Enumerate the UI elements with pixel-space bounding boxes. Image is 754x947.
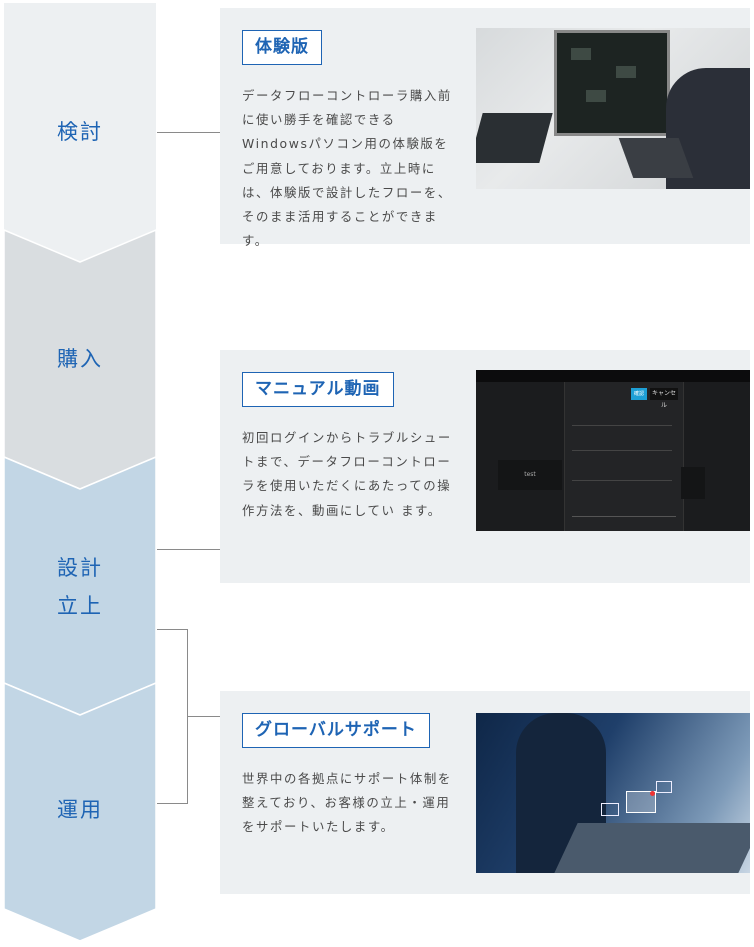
stage-shape-review xyxy=(4,3,156,262)
card-trial: 体験版 データフローコントローラ購入前に使い勝手を確認できるWindowsパソコ… xyxy=(220,8,750,248)
card-text: 初回ログインからトラブルシュートまで、データフローコントローラを使用いただくにあ… xyxy=(242,430,452,518)
node-box: test xyxy=(498,460,562,490)
connector-line xyxy=(187,716,220,717)
card-global-support: グローバルサポート 世界中の各拠点にサポート体制を整えており、お客様の立上・運用… xyxy=(220,691,750,894)
card-title: グローバルサポート xyxy=(242,713,430,748)
stage-review: 検討 xyxy=(57,120,103,144)
card-manual-video: マニュアル動画 初回ログインからトラブルシュートまで、データフローコントローラを… xyxy=(220,350,750,583)
connector-line xyxy=(157,132,220,133)
stage-purchase: 購入 xyxy=(57,347,103,371)
bracket-line xyxy=(157,803,187,804)
trial-photo xyxy=(476,28,750,189)
card-title: 体験版 xyxy=(242,30,322,65)
manual-video-screenshot: 確認 キャンセル test xyxy=(476,370,750,531)
card-title: マニュアル動画 xyxy=(242,372,394,407)
stage-shape-operation xyxy=(3,681,157,942)
support-photo xyxy=(476,713,750,873)
connector-line xyxy=(157,549,220,550)
card-text: 世界中の各拠点にサポート体制を整えており、お客様の立上・運用をサポートいたします… xyxy=(242,771,452,835)
process-flow-arrow xyxy=(3,3,157,942)
stage-operation: 運用 xyxy=(57,798,103,822)
stage-design-launch: 設計 立上 xyxy=(57,556,103,618)
bracket-line xyxy=(157,629,187,630)
card-text: データフローコントローラ購入前に使い勝手を確認できるWindowsパソコン用の体… xyxy=(242,88,452,249)
ok-button: 確認 xyxy=(631,388,647,400)
cancel-button: キャンセル xyxy=(650,388,678,409)
